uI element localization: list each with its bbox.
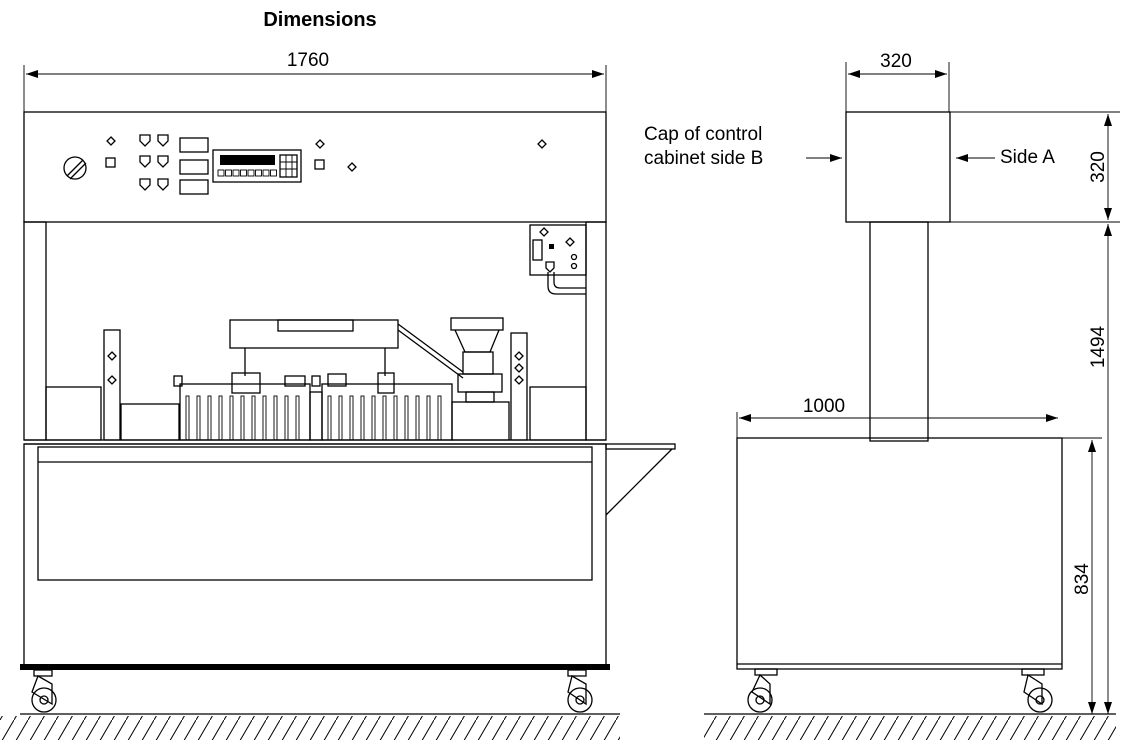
page-title: Dimensions <box>263 9 376 31</box>
container-left <box>45 386 102 441</box>
dimension-label-cap-width: 320 <box>880 51 912 72</box>
panel-button <box>179 159 209 175</box>
dimension-label-cap-height: 320 <box>1088 151 1109 183</box>
label-side-a: Side A <box>1000 147 1055 168</box>
lower-cabinet <box>23 443 607 667</box>
conveyor-fin <box>185 395 190 441</box>
keypad-key <box>262 169 270 177</box>
conveyor-fin <box>284 395 289 441</box>
overhead-frame <box>229 319 464 379</box>
conveyor-fin <box>404 395 409 441</box>
conveyor-fin <box>426 395 431 441</box>
conveyor-fin <box>273 395 278 441</box>
side-shelf <box>605 443 676 516</box>
conveyor-fin <box>327 395 332 441</box>
side-view: 320 Cap of control cabinet side B Side A… <box>644 51 1120 740</box>
caster-wheel-icon <box>31 669 57 713</box>
conveyor-fin <box>338 395 343 441</box>
label-cap-side-b-line1: Cap of control <box>644 124 762 145</box>
keypad-key <box>247 169 255 177</box>
conveyor-fin <box>229 395 234 441</box>
right-post <box>585 221 607 441</box>
conveyor-fin <box>196 395 201 441</box>
conveyor-fin <box>382 395 387 441</box>
conveyor-fin <box>393 395 398 441</box>
control-panel <box>23 111 607 223</box>
side-control-box <box>529 224 587 295</box>
hopper <box>450 317 510 441</box>
container-left-2 <box>120 403 180 441</box>
indicator-lights <box>105 134 547 191</box>
base-bar <box>20 664 610 670</box>
conveyor-fin <box>360 395 365 441</box>
keypad-key <box>255 169 262 177</box>
support-column <box>869 221 929 442</box>
conveyor-section <box>173 372 453 441</box>
keypad-key <box>225 169 232 177</box>
conveyor-fin <box>415 395 420 441</box>
label-cap-side-b-line2: cabinet side B <box>644 148 763 169</box>
front-view: 1760 <box>0 50 676 740</box>
bracket-right <box>510 332 528 441</box>
floor-hatch <box>704 716 1116 740</box>
rotary-knob-icon <box>63 156 87 180</box>
dimension-label-total-width: 1760 <box>287 50 329 71</box>
caster-wheel-icon <box>567 669 593 713</box>
keypad-key <box>270 169 277 177</box>
panel-button <box>179 137 209 153</box>
keypad-key <box>232 169 240 177</box>
bracket-left <box>103 329 121 441</box>
keypad-key <box>240 169 247 177</box>
conveyor-fin <box>240 395 245 441</box>
control-cabinet-cap <box>845 111 951 223</box>
conveyor-fin <box>262 395 267 441</box>
left-post <box>23 221 47 441</box>
display-keypad <box>212 149 302 183</box>
caster-wheel-icon <box>1021 668 1053 713</box>
conveyor-fin <box>437 395 442 441</box>
panel-button <box>179 179 209 195</box>
base-cabinet <box>736 437 1063 670</box>
cabinet-drawer <box>37 446 593 581</box>
conveyor-fin <box>207 395 212 441</box>
conveyor-fin <box>251 395 256 441</box>
caster-wheel-icon <box>747 668 778 713</box>
keypad-key <box>217 169 225 177</box>
conveyor-fin <box>218 395 223 441</box>
conveyor-fin <box>295 395 300 441</box>
dimension-label-base-width: 1000 <box>803 396 845 417</box>
dimension-label-base-height: 834 <box>1072 563 1093 595</box>
conveyor-fin <box>371 395 376 441</box>
container-right <box>529 386 587 441</box>
dimension-label-column-height: 1494 <box>1088 325 1109 368</box>
conveyor-fin <box>349 395 354 441</box>
floor-hatch <box>0 716 620 740</box>
